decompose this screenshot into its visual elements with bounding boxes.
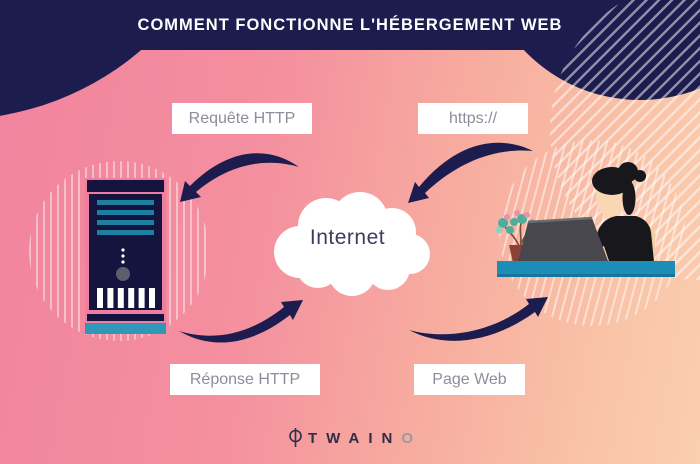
arrow-cloud-to-server-icon (180, 153, 299, 202)
page-title: COMMENT FONCTIONNE L'HÉBERGEMENT WEB (137, 15, 563, 34)
server-illustration (85, 178, 166, 334)
brand-text: TWAIN (308, 429, 402, 447)
internet-cloud-illustration (274, 192, 430, 296)
desk (497, 261, 675, 277)
brand-last-letter: O (401, 429, 413, 447)
label-https-text: https:// (448, 109, 498, 127)
label-requete-http: Requête HTTP (172, 103, 312, 134)
label-reponse-http: Réponse HTTP (170, 364, 320, 395)
laptop-icon (518, 216, 608, 261)
internet-label: Internet (309, 226, 386, 249)
title-banner: COMMENT FONCTIONNE L'HÉBERGEMENT WEB (137, 0, 563, 50)
leaf-icon (289, 428, 302, 447)
label-requete-http-text: Requête HTTP (188, 109, 296, 127)
user-illustration (495, 162, 675, 277)
brand-logo: TWAIN O (0, 426, 700, 450)
arrow-user-to-cloud-icon (408, 142, 533, 203)
label-page-web-text: Page Web (432, 370, 507, 388)
label-page-web: Page Web (414, 364, 525, 395)
arrow-cloud-to-user-icon (409, 297, 548, 341)
arrow-server-to-cloud-icon (179, 300, 303, 343)
label-reponse-http-text: Réponse HTTP (189, 370, 301, 388)
label-https: https:// (418, 103, 528, 134)
